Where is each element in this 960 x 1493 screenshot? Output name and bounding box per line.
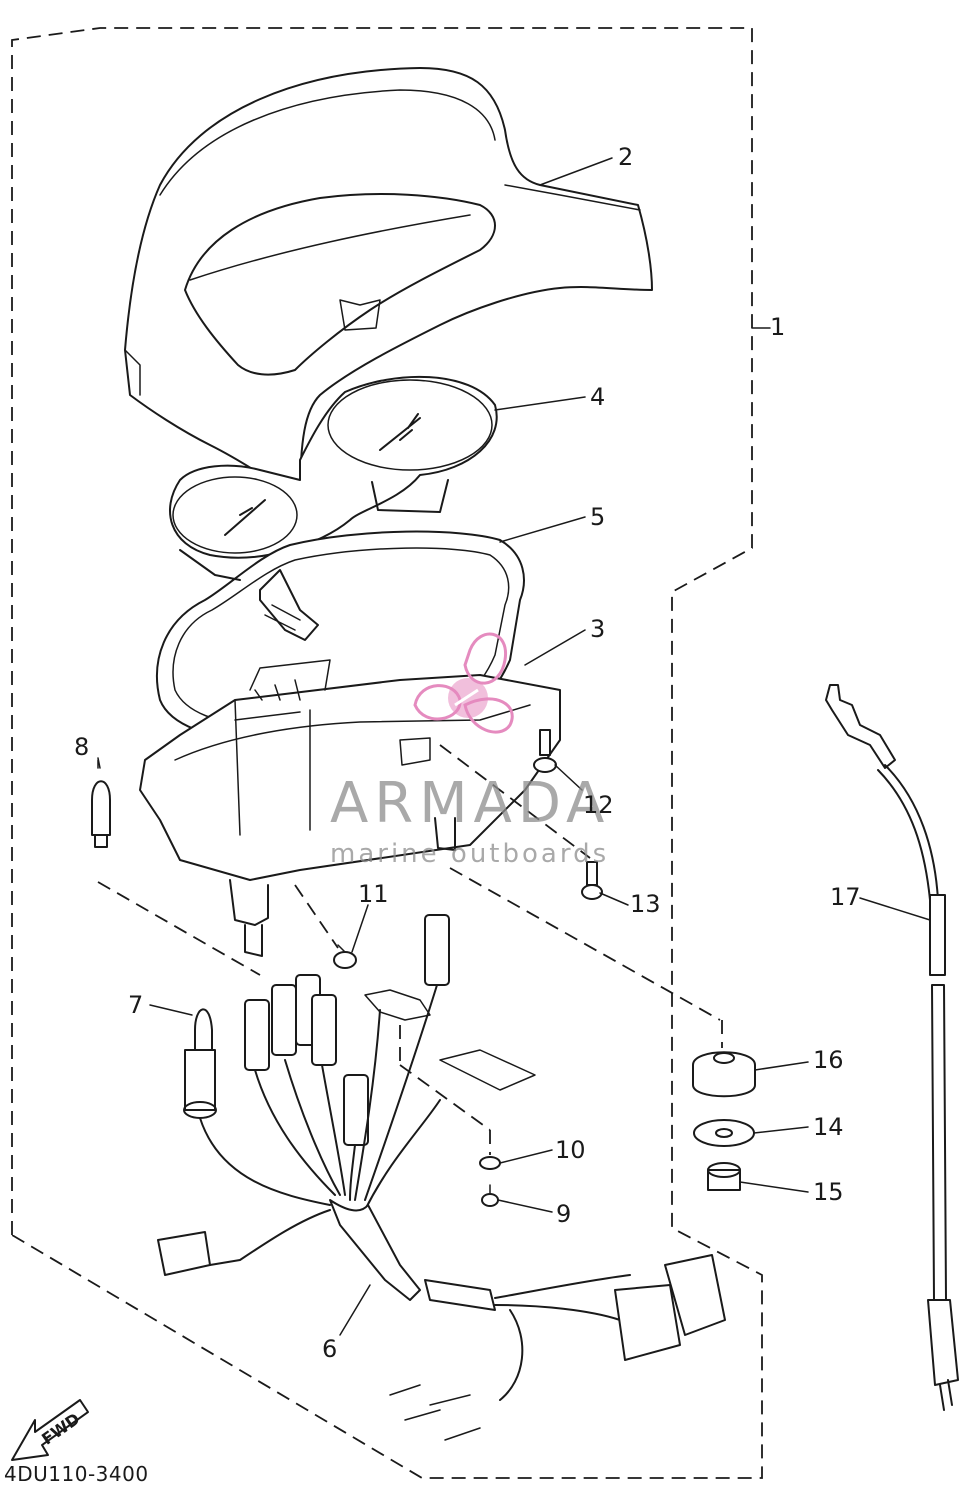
callout-11: 11 bbox=[358, 880, 389, 908]
part-screw-13 bbox=[581, 861, 603, 900]
part-meter-case bbox=[139, 549, 561, 957]
callout-14: 14 bbox=[813, 1113, 844, 1141]
part-grommet-16 bbox=[692, 1051, 756, 1098]
leader-lines bbox=[97, 157, 931, 1336]
harness-sockets bbox=[244, 914, 450, 1146]
callout-15: 15 bbox=[813, 1178, 844, 1206]
part-bulb-8 bbox=[91, 757, 111, 848]
assembly-boundary bbox=[11, 27, 763, 1479]
part-washer-14 bbox=[693, 1119, 755, 1147]
part-bulb-7 bbox=[183, 1008, 217, 1119]
part-wire-harness bbox=[157, 984, 726, 1441]
part-screw-11 bbox=[333, 944, 357, 969]
fwd-arrow: FWD bbox=[11, 1399, 89, 1461]
diagram-code: 4DU110-3400 bbox=[4, 1462, 149, 1486]
part-cover-housing bbox=[124, 67, 653, 501]
callout-16: 16 bbox=[813, 1046, 844, 1074]
part-screw-9 bbox=[481, 1184, 499, 1207]
armada-watermark-logo bbox=[413, 632, 514, 734]
watermark-subtitle: marine outboards bbox=[330, 839, 609, 869]
callout-9: 9 bbox=[556, 1200, 571, 1228]
callout-6: 6 bbox=[322, 1335, 337, 1363]
callout-8: 8 bbox=[74, 733, 89, 761]
callout-17: 17 bbox=[830, 883, 861, 911]
watermark-name: ARMADA bbox=[330, 771, 610, 836]
part-speedometer-cable bbox=[825, 684, 959, 1411]
callout-2: 2 bbox=[618, 143, 633, 171]
callout-13: 13 bbox=[630, 890, 661, 918]
callout-10: 10 bbox=[555, 1136, 586, 1164]
part-washer-10 bbox=[479, 1156, 501, 1170]
callout-4: 4 bbox=[590, 383, 605, 411]
callout-12: 12 bbox=[583, 791, 614, 819]
callout-5: 5 bbox=[590, 503, 605, 531]
callout-1: 1 bbox=[770, 313, 785, 341]
part-nut-15 bbox=[707, 1162, 741, 1191]
callout-7: 7 bbox=[128, 991, 143, 1019]
callout-3: 3 bbox=[590, 615, 605, 643]
